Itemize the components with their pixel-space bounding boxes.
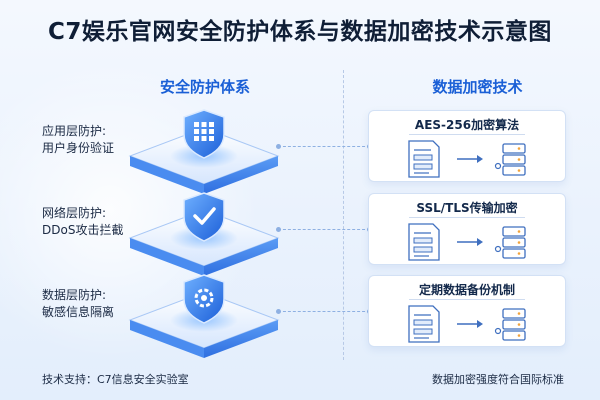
encrypted-server-icon — [494, 308, 526, 341]
card-divider — [409, 217, 525, 218]
platform-layer-network — [128, 192, 280, 276]
encrypted-server-icon — [494, 226, 526, 259]
layer-name: 网络层防护: — [42, 206, 107, 220]
layer-name: 应用层防护: — [42, 124, 107, 138]
card-divider — [409, 134, 525, 135]
card-title: SSL/TLS传输加密 — [416, 201, 518, 215]
security-platform-stack — [128, 109, 280, 358]
encryption-tech-heading: 数据加密技术 — [432, 78, 523, 96]
layer-label-application: 应用层防护: 用户身份验证 — [42, 123, 114, 157]
encrypted-server-icon — [494, 143, 526, 176]
arrow-right-icon — [457, 238, 483, 246]
layer-desc: DDoS攻击拦截 — [42, 223, 124, 237]
encryption-flow — [408, 223, 526, 261]
check-shield-icon — [183, 192, 225, 242]
section-divider — [343, 70, 344, 360]
platform-layer-data — [128, 274, 280, 358]
connector-line — [276, 227, 372, 232]
arrow-right-icon — [457, 155, 483, 163]
document-icon — [408, 305, 440, 343]
encryption-card-backup: 定期数据备份机制 — [368, 275, 566, 347]
card-title: 定期数据备份机制 — [418, 283, 515, 297]
connector-dot — [276, 144, 281, 149]
layer-label-network: 网络层防护: DDoS攻击拦截 — [42, 205, 123, 239]
card-title: AES-256加密算法 — [414, 118, 520, 132]
document-icon — [408, 223, 440, 261]
connector-line — [276, 144, 372, 149]
layer-name: 数据层防护: — [42, 288, 107, 302]
encryption-flow — [408, 140, 526, 178]
encryption-card-aes: AES-256加密算法 — [368, 110, 566, 182]
security-system-heading: 安全防护体系 — [159, 78, 250, 96]
document-icon — [408, 140, 440, 178]
footer-standard-note: 数据加密强度符合国际标准 — [432, 373, 564, 386]
footer-tech-support: 技术支持：C7信息安全实验室 — [42, 373, 189, 386]
card-divider — [409, 299, 525, 300]
connector-line — [276, 309, 372, 314]
layer-desc: 用户身份验证 — [42, 141, 115, 155]
layer-desc: 敏感信息隔离 — [42, 305, 115, 319]
arrow-right-icon — [457, 320, 483, 328]
platform-layer-application — [128, 109, 280, 194]
grid-shield-icon — [183, 109, 225, 159]
layer-label-data: 数据层防护: 敏感信息隔离 — [42, 287, 114, 321]
page-title: C7娱乐官网安全防护体系与数据加密技术示意图 — [48, 19, 552, 45]
encryption-card-ssl: SSL/TLS传输加密 — [368, 193, 566, 265]
encryption-flow — [408, 305, 526, 343]
connector-dot — [276, 227, 281, 232]
connector-dot — [276, 309, 281, 314]
gear-shield-icon — [183, 274, 225, 324]
